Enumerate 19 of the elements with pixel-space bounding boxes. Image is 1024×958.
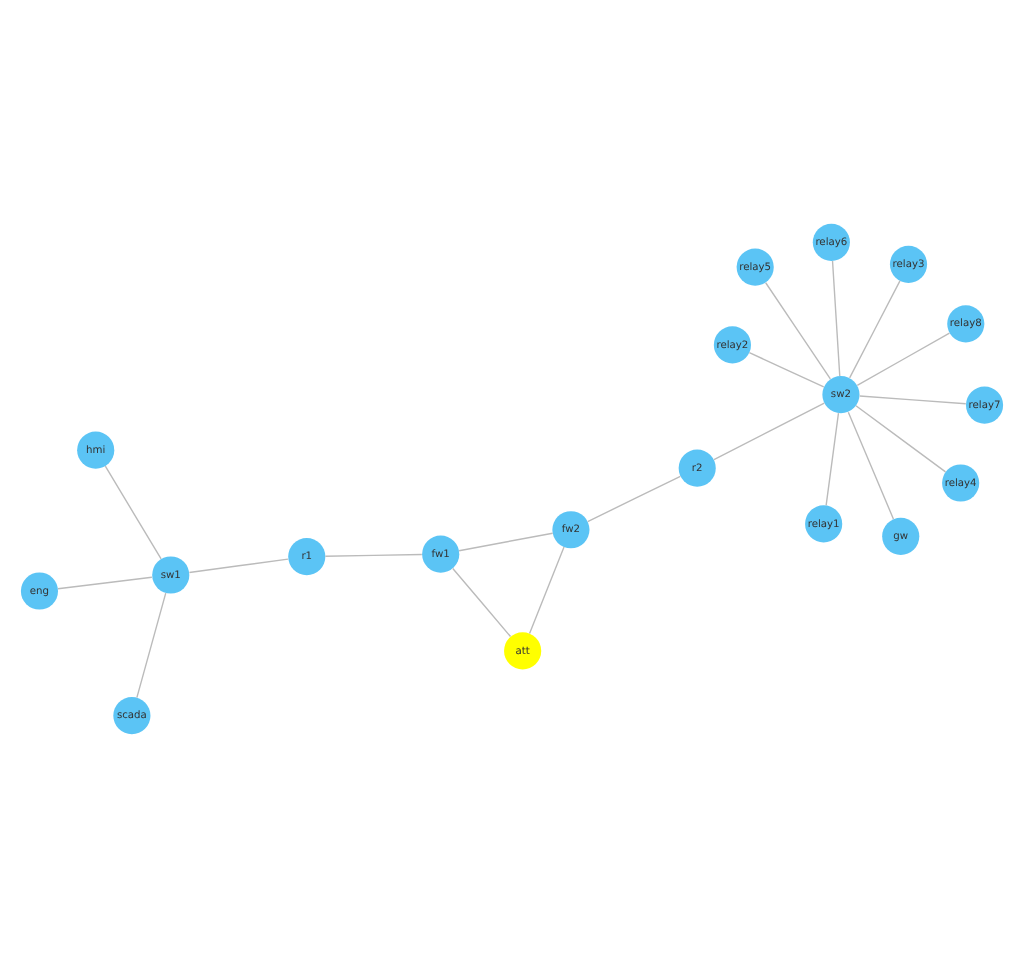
connector [57, 576, 153, 590]
connector [855, 405, 947, 473]
connector [528, 546, 565, 635]
connector [847, 411, 895, 520]
connector [452, 567, 512, 638]
connector [848, 280, 901, 379]
connector [859, 395, 967, 405]
connector [713, 402, 825, 461]
connector [587, 475, 682, 523]
connector [856, 332, 951, 387]
connector [104, 465, 162, 560]
connector [188, 558, 289, 574]
connector [765, 282, 832, 380]
connector [458, 532, 554, 552]
connector [324, 553, 423, 557]
connector [831, 260, 841, 377]
connector [825, 412, 840, 507]
connector [748, 351, 825, 388]
connector [136, 592, 167, 699]
